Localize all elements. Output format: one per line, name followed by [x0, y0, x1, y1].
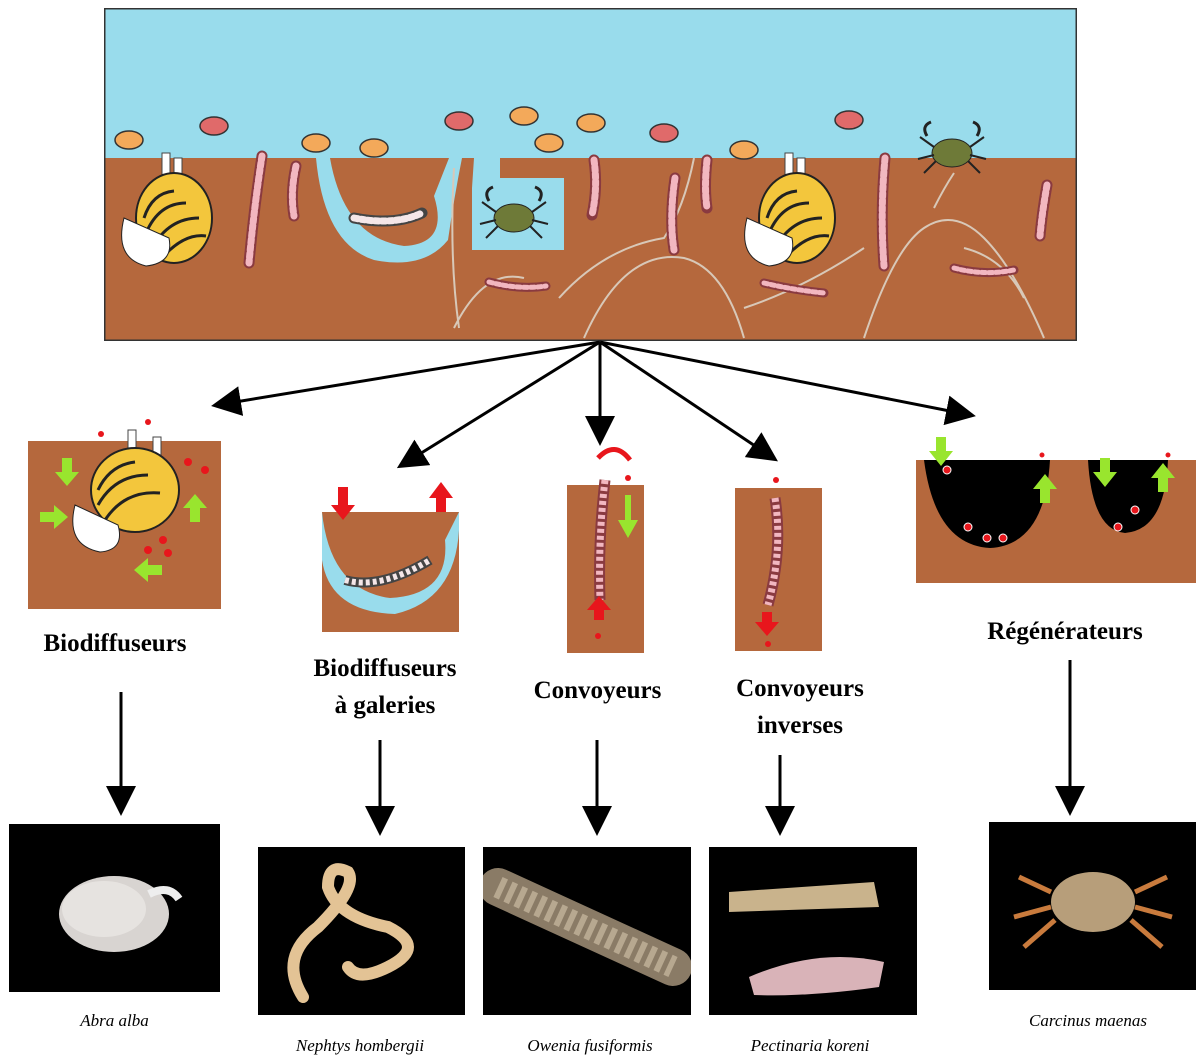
- photo-carcinus-maenas: [989, 822, 1196, 990]
- species-label-3: Pectinaria koreni: [690, 1036, 930, 1056]
- panel-convoyeurs: [567, 449, 644, 653]
- photo-nephtys-hombergii: [258, 847, 465, 1015]
- photo-abra-alba: [9, 824, 220, 992]
- particle-icon: [98, 419, 209, 557]
- water: [104, 8, 1077, 158]
- species-label-1: Nephtys hombergii: [240, 1036, 480, 1056]
- category-label-3: Convoyeurs inverses: [700, 670, 900, 744]
- category-label-4: Régénérateurs: [940, 613, 1190, 650]
- category-label-0: Biodiffuseurs: [0, 625, 230, 662]
- panel-regenerateurs: [916, 437, 1196, 583]
- panel-convoyeurs-inverses: [735, 477, 822, 651]
- species-label-4: Carcinus maenas: [980, 1011, 1196, 1031]
- species-label-0: Abra alba: [9, 1011, 220, 1031]
- panel-biodiffuseurs: [28, 419, 221, 609]
- panel-biodiffuseurs-galeries: [322, 482, 459, 632]
- category-label-1: Biodiffuseurs à galeries: [275, 650, 495, 724]
- sediment-scene: [104, 8, 1077, 341]
- category-label-2: Convoyeurs: [500, 672, 695, 709]
- photo-owenia-fusiformis: [483, 847, 691, 1015]
- species-label-2: Owenia fusiformis: [470, 1036, 710, 1056]
- photo-pectinaria-koreni: [709, 847, 917, 1015]
